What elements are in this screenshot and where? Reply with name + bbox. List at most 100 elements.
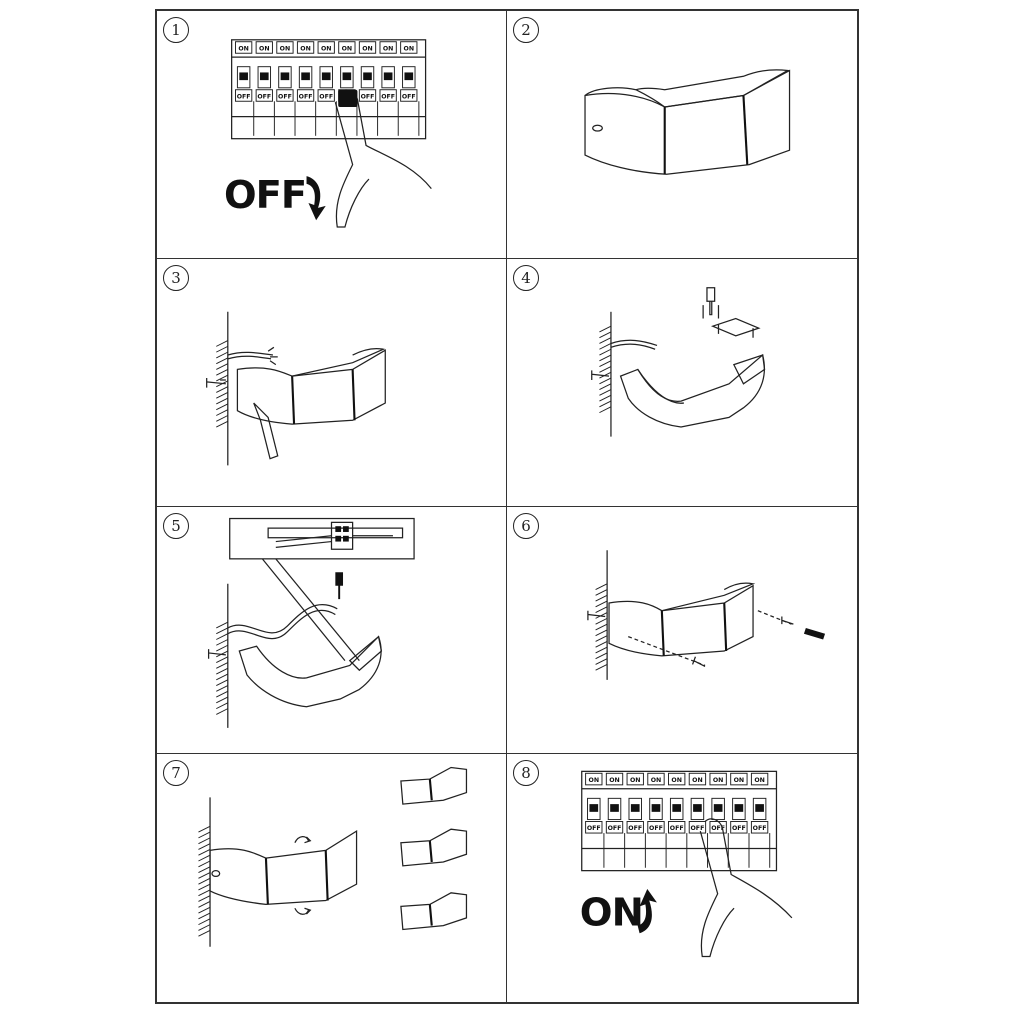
switch-off-label: OFF [299,93,313,100]
wall-hatch-icon [198,797,211,948]
wire-icon [227,609,336,639]
switch-on-label: ON [362,45,373,52]
step-7-panel: 7 [157,754,507,1002]
installation-steps-grid: 1 ONOFFONOFFONOFFONOFFONOFFONOFFONOFFONO… [155,9,859,1004]
switch-off-label: OFF [587,825,601,832]
step-4-number: 4 [513,264,539,291]
switch-on-label: ON [321,45,332,52]
screwdriver-icon [253,402,279,460]
switch-off-label: OFF [319,93,333,100]
screw-icon [591,370,610,380]
arrow-down-icon [306,176,326,221]
breaker-switch: ON OFF [688,773,709,869]
switch-on-label: ON [342,45,353,52]
screw-icon [691,656,706,667]
curved-wall-light [209,830,358,906]
step-3-number: 3 [163,264,189,291]
switch-off-label: OFF [278,93,292,100]
switch-off-label: OFF [608,825,622,832]
switch-on-label: ON [754,777,765,784]
switch-on-label: ON [734,777,745,784]
arrow-up-icon [637,889,657,934]
wall-hatch-icon [599,311,612,437]
switch-off-label: OFF [402,93,416,100]
rotate-arrow-icon [294,907,312,916]
step-6-panel: 6 [507,507,857,755]
breaker-switch: ON OFF [585,773,605,869]
curved-wall-light [608,581,756,656]
step-3-panel: 3 [157,258,507,507]
step-8-panel: 8 ON OFF ON OFF ON OFF ON OFF ON OFF ON OFF ON OFF ON O… [507,754,857,1002]
screw-icon [587,610,606,620]
drill-wall-illustration [206,311,386,466]
switch-on-label: ON [651,777,662,784]
breaker-switch: ON OFF [296,41,317,136]
step-7-number: 7 [163,760,189,787]
switch-off-label: OFF [690,825,704,832]
cover-variant-1 [400,767,468,806]
switch-on-label: ON [671,777,682,784]
cover-variant-2 [400,828,468,867]
cover-variant-3 [400,892,468,931]
open-fixture-base [238,634,383,707]
switch-off-label: OFF [649,825,663,832]
off-label: OFF [224,173,306,218]
fixture-overview-illustration [584,69,791,175]
wall-hatch-icon [216,583,229,728]
switch-off-label: OFF [711,825,725,832]
step-5-panel: 5 [157,506,507,755]
breaker-panel: ONOFFONOFFONOFFONOFFONOFFONOFFONOFFONOFF… [581,770,778,872]
switch-off-label: OFF [732,825,746,832]
screw-icon [206,377,226,388]
switch-on-label: ON [609,777,620,784]
switch-off-label: OFF [753,825,767,832]
step-8-number: 8 [513,760,539,787]
switch-off-label: OFF [361,93,375,100]
step-1-panel: 1 ONOFFONOFFONOFFONOFFONOFFONOFFONOFFONO… [157,11,507,259]
screwdriver-icon [706,286,716,316]
hand-pointer-icon [334,89,432,228]
breaker-switch: ON OFF [317,41,337,136]
hand-pointer-icon [699,818,793,958]
step-2-number: 2 [513,17,539,43]
step-1-number: 1 [163,17,189,43]
breaker-switch: ON OFF [358,41,379,136]
switch-off-label: OFF [257,93,271,100]
fasten-fixture-illustration [587,549,826,680]
switch-on-label: ON [280,45,291,52]
breaker-switch: ON OFF [255,41,275,136]
switch-on-label: ON [300,45,311,52]
switch-on-label: ON [238,45,249,52]
breaker-switch: ON OFF [750,773,771,869]
screwdriver-icon [803,627,826,639]
breaker-switch: ON OFF [276,41,296,136]
screw-icon [207,648,226,659]
breaker-switch: ON OFF [235,41,255,136]
switch-on-label: ON [692,777,703,784]
breaker-off-illustration: ON OFF ON OFF ON OFF ON OFF ON OFF ON OFF ON OFF ON OFF… [224,39,432,228]
screw-icon [702,304,720,319]
switch-on-label: ON [589,777,600,784]
on-label: ON [580,891,643,936]
switch-off-label: OFF [237,93,251,100]
wiring-illustration [207,517,415,728]
breaker-switch: ON OFF [730,773,750,869]
step-5-number: 5 [163,512,189,539]
switch-on-label: ON [630,777,641,784]
switch-on-label: ON [259,45,270,52]
rotate-arrow-icon [294,836,312,844]
switch-off-label: OFF [381,93,395,100]
switch-on-label: ON [383,45,394,52]
curved-wall-light [236,347,386,425]
screw-icon [781,615,794,625]
cover-rotation-illustration [198,767,468,948]
switch-on-label: ON [404,45,415,52]
breaker-switch: ON OFF [647,773,667,869]
wall-hatch-icon [216,311,229,466]
breaker-switch: ON OFF [400,41,420,136]
terminal-block-callout [229,517,415,661]
